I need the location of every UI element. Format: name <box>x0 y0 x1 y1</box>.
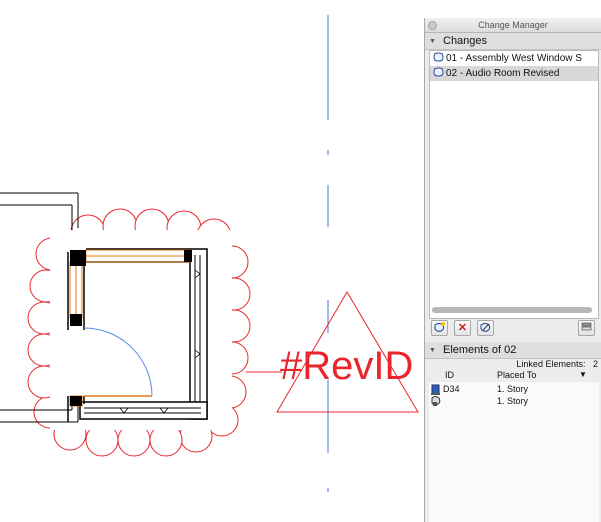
changes-toolbar: ✕ <box>425 318 601 340</box>
disclosure-triangle-icon[interactable]: ▼ <box>429 38 436 45</box>
scrollbar-thumb[interactable] <box>432 307 592 313</box>
disclosure-triangle-icon[interactable]: ▼ <box>429 347 436 354</box>
element-row[interactable]: 1. Story <box>429 395 599 407</box>
element-row[interactable]: D34 1. Story <box>429 383 599 395</box>
new-change-button[interactable] <box>431 320 448 336</box>
close-icon[interactable] <box>428 21 437 30</box>
elements-list[interactable] <box>429 382 599 522</box>
column-placed-to[interactable]: Placed To <box>497 370 537 380</box>
change-manager-palette: Change Manager ▼ Changes 01 - Assembly W… <box>424 18 601 522</box>
edit-icon <box>480 323 491 332</box>
elements-section-header[interactable]: ▼ Elements of 02 <box>425 342 601 359</box>
door-icon <box>431 384 440 395</box>
delete-change-button[interactable]: ✕ <box>454 320 471 336</box>
edit-change-button[interactable] <box>477 320 494 336</box>
delete-icon: ✕ <box>457 322 468 334</box>
revision-marker[interactable] <box>246 291 419 413</box>
palette-title: Change Manager <box>478 20 548 30</box>
revision-id-label: #RevID <box>280 344 414 388</box>
element-placed-to: 1. Story <box>497 396 529 406</box>
layers-icon <box>581 322 592 331</box>
column-id[interactable]: ID <box>445 370 454 380</box>
new-change-icon <box>434 322 445 332</box>
wall-left-room[interactable] <box>0 192 79 423</box>
horizontal-scrollbar[interactable] <box>429 305 597 315</box>
element-placed-to: 1. Story <box>497 384 529 394</box>
changes-list[interactable]: 01 - Assembly West Window S 02 - Audio R… <box>429 50 599 319</box>
linked-elements-count: Linked Elements: 2 <box>425 359 598 369</box>
changes-header-label: Changes <box>443 35 488 47</box>
change-icon <box>433 52 444 62</box>
sort-arrow-icon[interactable]: ▼ <box>579 370 587 379</box>
layers-button[interactable] <box>578 320 595 336</box>
change-item-label: 02 - Audio Room Revised <box>446 68 560 79</box>
linked-elements-label: Linked Elements: <box>516 359 586 369</box>
change-icon <box>433 67 444 77</box>
change-item-label: 01 - Assembly West Window S <box>446 53 582 64</box>
change-item[interactable]: 01 - Assembly West Window S <box>430 51 598 66</box>
element-id: D34 <box>443 384 460 394</box>
door-jambs <box>70 250 192 406</box>
linked-elements-value: 2 <box>592 359 598 369</box>
changes-section-header[interactable]: ▼ Changes <box>425 33 601 50</box>
elements-header-label: Elements of 02 <box>443 344 517 356</box>
palette-titlebar[interactable]: Change Manager <box>425 18 601 33</box>
door-swing <box>83 327 153 397</box>
revision-icon <box>431 396 441 406</box>
change-item[interactable]: 02 - Audio Room Revised <box>430 66 598 81</box>
